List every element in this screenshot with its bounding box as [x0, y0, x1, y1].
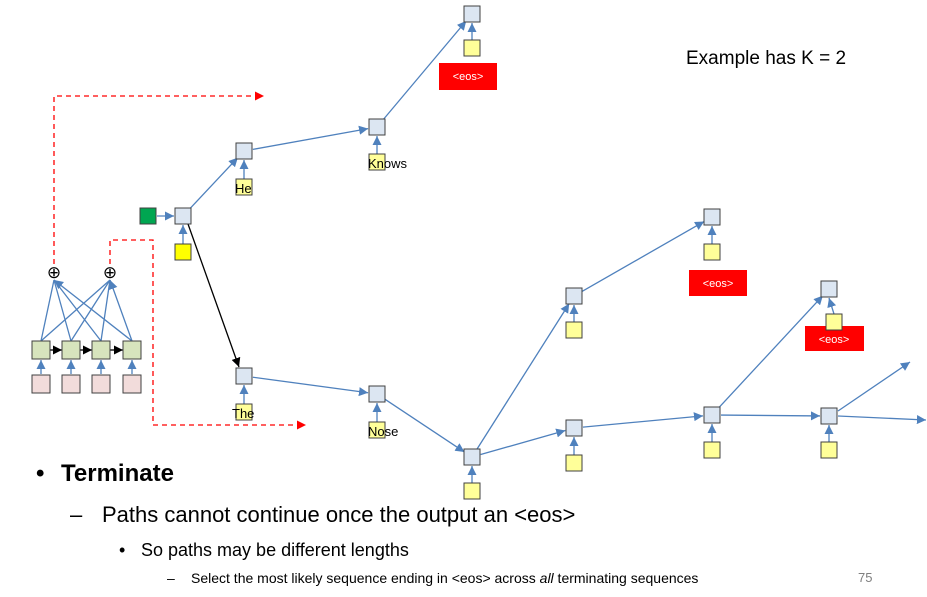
decoder-state-box-kn	[368, 118, 386, 136]
bullet-lengths-text: So paths may be different lengths	[141, 540, 409, 560]
output-box-mid4	[820, 441, 838, 459]
edge-nose-to-step3	[384, 398, 465, 453]
edge-continue-up	[837, 361, 911, 412]
edge-start-to-the	[187, 223, 241, 368]
decoder-state-box-he	[235, 142, 253, 160]
bullet-paths-cannot-continue: –Paths cannot continue once the output a…	[70, 502, 575, 528]
encoder-hidden-box-2	[61, 340, 81, 360]
decoder-state-box-th	[235, 367, 253, 385]
edge-knows-to-eos	[382, 20, 467, 121]
attention-line-2-1	[40, 279, 111, 342]
bullet-terminate: • Terminate	[36, 460, 174, 488]
word-label-nose: Nose	[368, 424, 398, 439]
output-box-he	[235, 178, 253, 196]
context-path-to-he	[53, 91, 264, 264]
bullet-select-most-likely: –Select the most likely sequence ending …	[167, 570, 698, 586]
attention-line-2-2	[70, 279, 111, 342]
eos-label-right: <eos>	[819, 334, 850, 346]
attention-line-2-4	[108, 279, 133, 342]
encoder-input-box-1	[31, 374, 51, 394]
sum-node-2: ⊕	[103, 263, 117, 282]
sum-node-1: ⊕	[47, 263, 61, 282]
word-label-the: The	[232, 406, 254, 421]
k-example-note: Example has K = 2	[686, 48, 847, 69]
dash-marker: –	[70, 502, 83, 527]
output-box-step3	[463, 482, 481, 500]
nodes-layer	[31, 5, 864, 500]
edge-continue-right	[837, 415, 927, 425]
edges-layer	[36, 20, 927, 483]
encoder-hidden-box-4	[122, 340, 142, 360]
decoder-state-box-m4	[820, 407, 838, 425]
decoder-state-box-m1	[565, 419, 583, 437]
attention-line-2-3	[100, 279, 111, 342]
attention-line-1-3	[53, 279, 102, 342]
output-box-mid1	[565, 454, 583, 472]
output-box-nose	[368, 421, 386, 439]
attention-line-1-4	[53, 279, 133, 342]
decoder-state-box-d1	[463, 448, 481, 466]
decoder-state-box-s0	[174, 207, 192, 225]
output-box-mid2	[703, 441, 721, 459]
decoder-state-box-eosA	[463, 5, 481, 23]
eos-box-middle	[689, 270, 747, 296]
context-path-to-the	[109, 239, 306, 430]
eos-label-middle: <eos>	[703, 278, 734, 290]
edge-step3-to-upper1	[476, 303, 570, 450]
edge-he-to-knows	[252, 125, 369, 151]
start-token-box	[139, 207, 157, 225]
output-box-start	[174, 243, 192, 261]
bullet-select-emphasis: all	[539, 570, 554, 586]
encoder-input-box-3	[91, 374, 111, 394]
output-box-knows	[368, 153, 386, 171]
encoder-hidden-box-3	[91, 340, 111, 360]
attention-line-1-1	[40, 279, 55, 342]
edge-mid2-to-mid4	[720, 411, 821, 421]
eos-label-top: <eos>	[453, 71, 484, 83]
edge-the-to-nose	[252, 376, 369, 397]
up-arrow-output-box-upper3	[827, 297, 837, 315]
output-box-the	[235, 403, 253, 421]
bullet-marker: •	[119, 540, 126, 560]
bullet-marker: •	[36, 460, 45, 487]
edge-start-to-he	[188, 157, 239, 210]
eos-box-top	[439, 63, 497, 90]
output-box-upper1	[565, 321, 583, 339]
bullet-different-lengths: • So paths may be different lengths	[119, 540, 409, 561]
output-box-over-eos	[825, 313, 843, 331]
word-label-knows: Knows	[368, 156, 408, 171]
edge-step3-to-mid1	[480, 428, 566, 456]
decoder-state-box-no	[368, 385, 386, 403]
decoder-state-box-m3	[820, 280, 838, 298]
decoder-state-box-u2	[703, 208, 721, 226]
bullet-paths-text: Paths cannot continue once the output an…	[102, 502, 576, 527]
dash-marker: –	[167, 570, 175, 586]
edge-upper1-to-upper2	[581, 220, 705, 293]
edge-mid2-to-upper3	[717, 295, 824, 409]
output-box-eos-top	[463, 39, 481, 57]
encoder-input-box-2	[61, 374, 81, 394]
attention-line-1-2	[53, 279, 72, 342]
page-number: 75	[858, 570, 873, 585]
encoder-hidden-box-1	[31, 340, 51, 360]
bullet-select-text-b: terminating sequences	[553, 570, 699, 586]
bullet-select-text-a: Select the most likely sequence ending i…	[191, 570, 540, 586]
output-box-upper2	[703, 243, 721, 261]
edge-mid1-to-mid2	[582, 412, 704, 428]
encoder-input-box-4	[122, 374, 142, 394]
bullet-terminate-text: Terminate	[61, 460, 174, 487]
decoder-state-box-m2	[703, 406, 721, 424]
word-label-he: He	[235, 181, 252, 196]
decoder-state-box-u1	[565, 287, 583, 305]
